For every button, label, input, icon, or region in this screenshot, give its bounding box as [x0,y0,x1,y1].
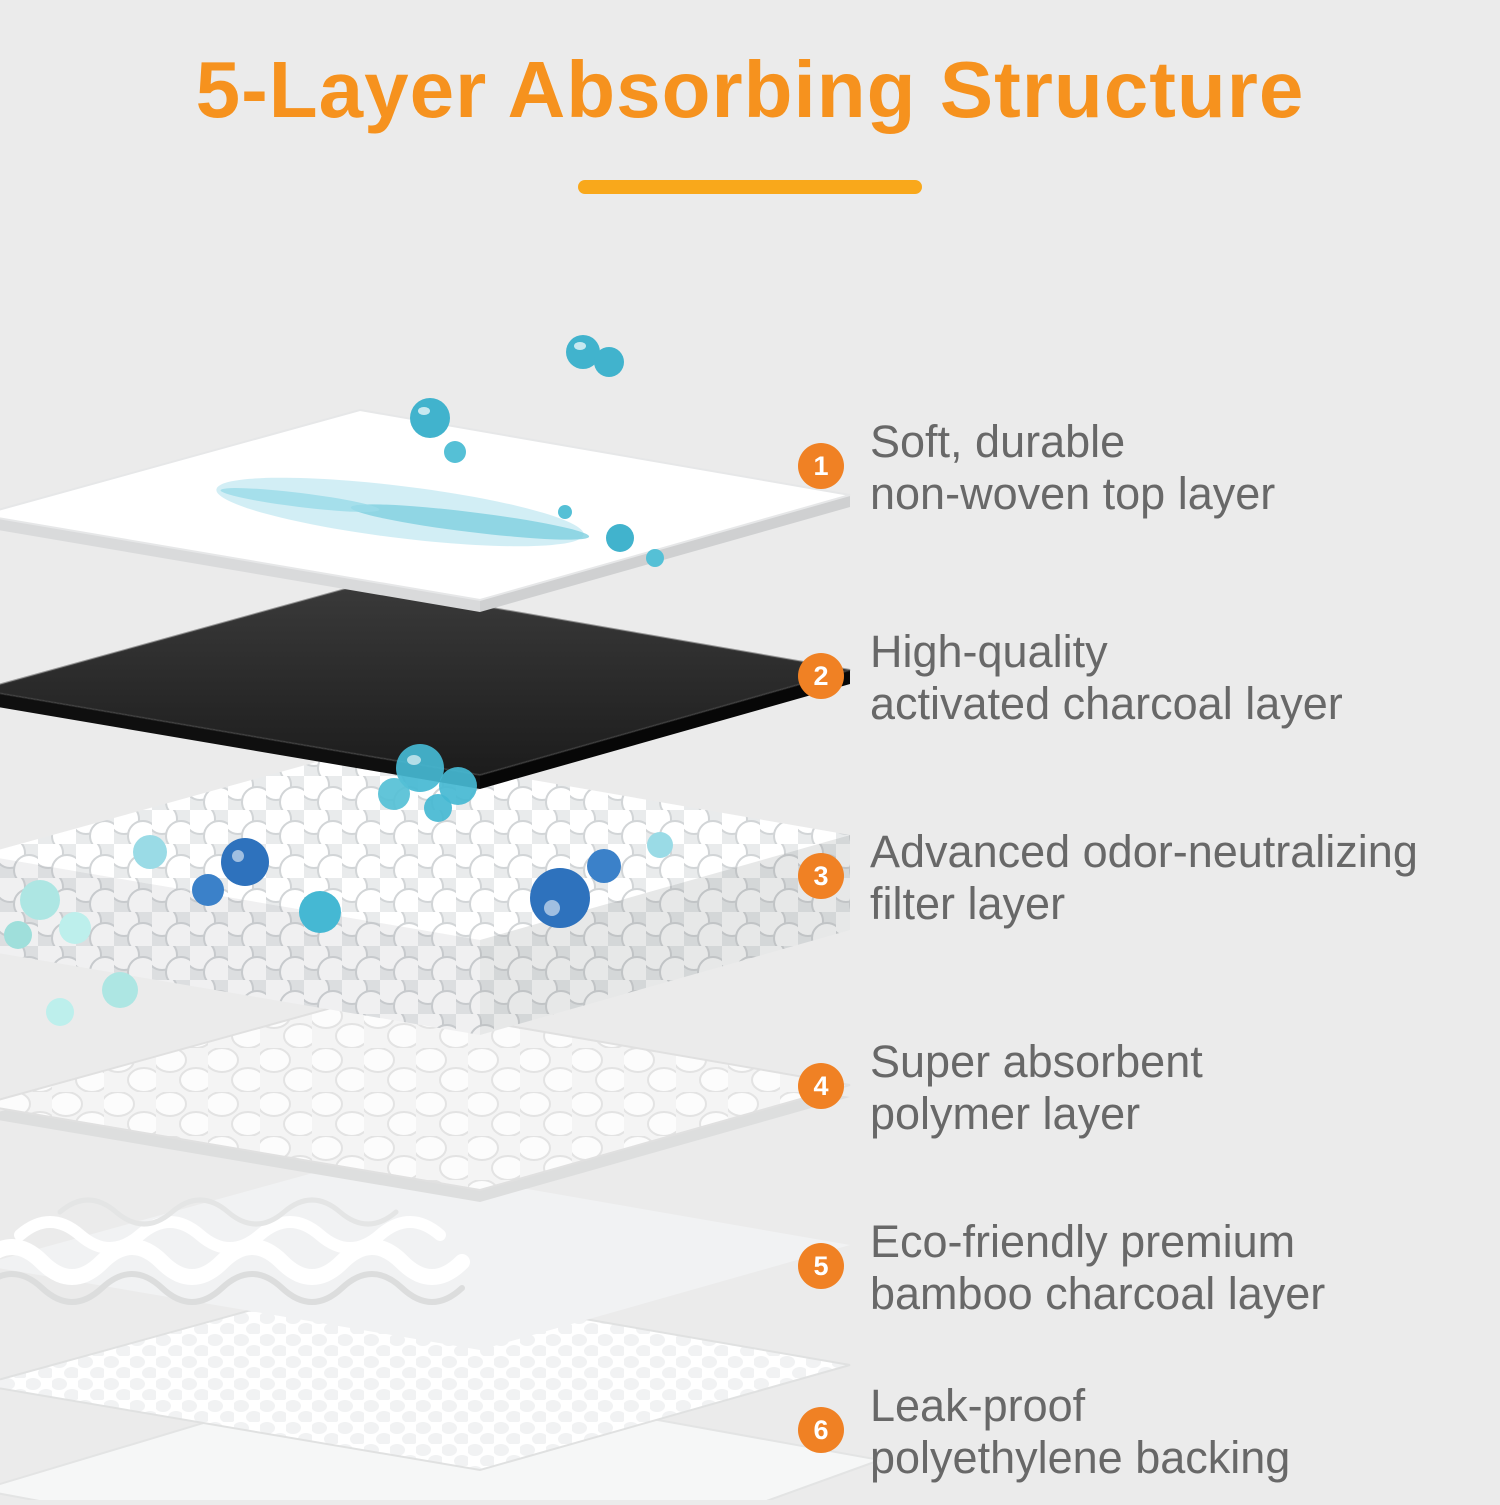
backing-layer [0,1278,884,1505]
layer-label-line1: Soft, durable [870,416,1126,467]
layer-number-badge: 2 [798,653,844,699]
bamboo-wavy-layer [0,1160,850,1350]
layer-label-line2: bamboo charcoal layer [870,1268,1326,1319]
layer-number-badge: 1 [798,443,844,489]
layer-label-line1: Leak-proof [870,1380,1086,1431]
layer-number-badge: 4 [798,1063,844,1109]
layer-label-line1: Advanced odor-neutralizing [870,826,1418,877]
layer-item-1: 1 Soft, durable non-woven top layer [798,416,1478,520]
layer-number-badge: 6 [798,1407,844,1453]
layer-label-line2: activated charcoal layer [870,678,1343,729]
layer-label-line2: polyethylene backing [870,1432,1291,1483]
layer-label-line1: Eco-friendly premium [870,1216,1296,1267]
water-droplet-icon [378,335,664,822]
layer-number-badge: 3 [798,853,844,899]
layers-illustration [0,300,884,1505]
layer-label-line2: filter layer [870,878,1066,929]
layer-item-2: 2 High-quality activated charcoal layer [798,626,1478,730]
layer-number-badge: 5 [798,1243,844,1289]
layer-item-3: 3 Advanced odor-neutralizing filter laye… [798,826,1478,930]
layer-label-line2: non-woven top layer [870,468,1276,519]
layer-label-line1: Super absorbent [870,1036,1203,1087]
layer-label-line2: polymer layer [870,1088,1141,1139]
top-sheet-layer [0,408,851,612]
charcoal-layer [0,583,851,789]
polymer-layer [0,998,851,1202]
layer-item-5: 5 Eco-friendly premium bamboo charcoal l… [798,1216,1478,1320]
layer-item-4: 4 Super absorbent polymer layer [798,1036,1478,1140]
page-title: 5-Layer Absorbing Structure [195,45,1305,134]
layer-label-line1: High-quality [870,626,1108,677]
filter-beads-layer [0,750,850,1035]
layer-item-6: 6 Leak-proof polyethylene backing [798,1380,1478,1484]
title-underline-bar [578,180,922,194]
